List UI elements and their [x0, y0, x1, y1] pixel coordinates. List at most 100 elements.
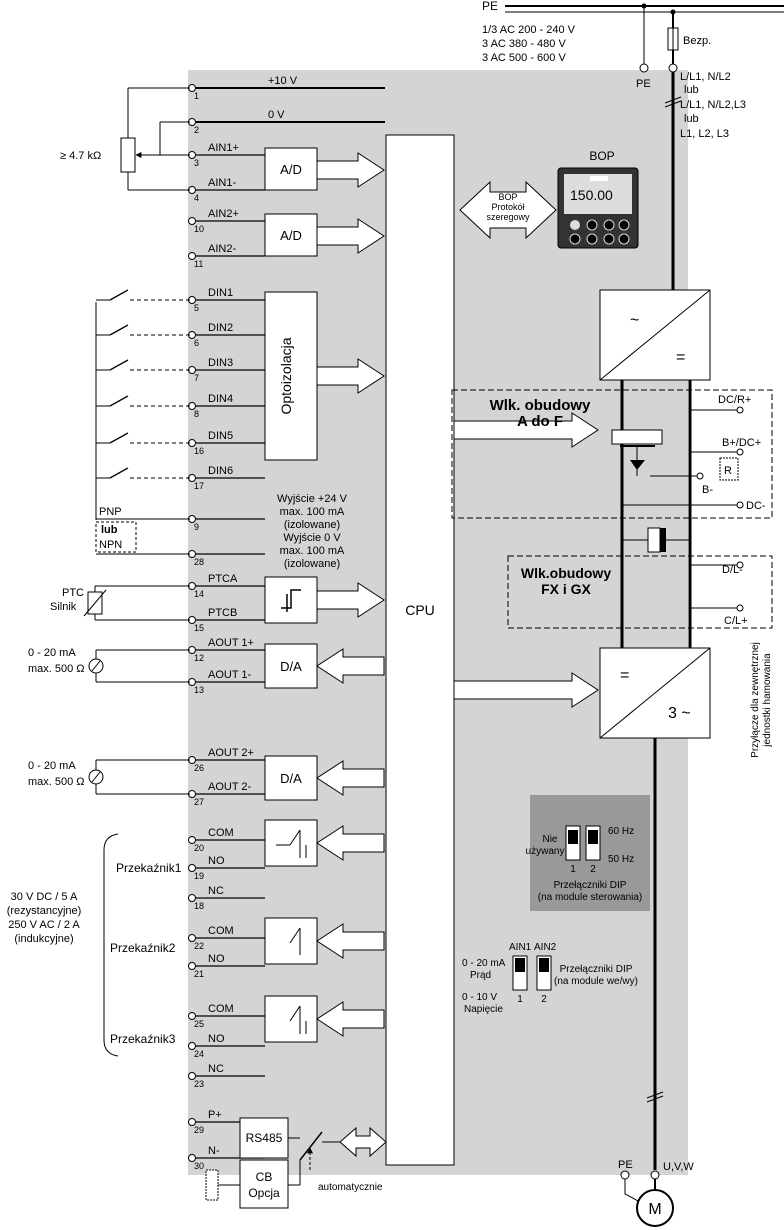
signal-arrow — [316, 923, 385, 959]
terminal-number: 19 — [194, 871, 204, 881]
svg-text:(izolowane): (izolowane) — [284, 519, 340, 531]
terminal-label: DIN1 — [208, 287, 233, 299]
terminal-number: 26 — [194, 763, 204, 773]
terminal-number: 4 — [194, 193, 199, 203]
terminal-number: 3 — [194, 158, 199, 168]
terminal-label: AOUT 1+ — [208, 637, 254, 649]
svg-text:CB: CB — [256, 1170, 273, 1184]
svg-text:(rezystancyjne): (rezystancyjne) — [7, 905, 82, 917]
svg-text:Przekaźnik1: Przekaźnik1 — [116, 861, 182, 875]
terminal-label: DIN2 — [208, 322, 233, 334]
terminal-label: NO — [208, 1033, 225, 1045]
svg-text:1: 1 — [570, 864, 576, 875]
terminal-icon — [188, 1118, 196, 1126]
switch-contact — [109, 467, 129, 479]
svg-text:2: 2 — [541, 994, 547, 1005]
terminal-icon — [188, 1072, 196, 1080]
potentiometer: ≥ 4.7 kΩ — [60, 87, 190, 191]
switch-contact — [109, 324, 129, 336]
signal-arrow — [453, 412, 599, 448]
terminal-number: 18 — [194, 901, 204, 911]
svg-text:Wyjście +24 V: Wyjście +24 V — [277, 493, 348, 505]
terminal-label: AOUT 2+ — [208, 747, 254, 759]
switch-contact — [109, 289, 129, 301]
svg-text:(indukcyjne): (indukcyjne) — [14, 933, 73, 945]
svg-text:max. 100 mA: max. 100 mA — [280, 506, 345, 518]
signal-arrow — [316, 358, 385, 394]
dip-switches-control: Nie używany 60 Hz 50 Hz 1 2 Przełączniki… — [526, 795, 650, 911]
terminal-number: 25 — [194, 1019, 204, 1029]
svg-text:0 - 20 mA: 0 - 20 mA — [462, 958, 506, 969]
resistor-icon — [120, 137, 136, 173]
svg-text:Protokół: Protokół — [491, 202, 524, 212]
terminal-label: +10 V — [268, 75, 298, 87]
supply-l2: L/L1, N/L2,L3 — [680, 99, 746, 111]
svg-text:3 ~: 3 ~ — [668, 705, 691, 722]
signal-arrow — [316, 648, 385, 684]
svg-text:Napięcie: Napięcie — [464, 1004, 503, 1015]
signal-arrows — [316, 152, 599, 1158]
svg-text:max. 100 mA: max. 100 mA — [280, 545, 345, 557]
svg-text:2: 2 — [590, 864, 596, 875]
terminal-number: 30 — [194, 1161, 204, 1171]
terminal-number: 9 — [194, 522, 199, 532]
terminal-label: AOUT 1- — [208, 669, 252, 681]
supply-lub2: lub — [684, 113, 699, 125]
dip-switches-io: AIN1 AIN2 0 - 20 mA Prąd 0 - 10 V Napięc… — [462, 942, 638, 1015]
ptc-sensor: PTC Silnik — [50, 576, 318, 624]
terminal-number: 1 — [194, 91, 199, 101]
svg-text:U,V,W: U,V,W — [663, 1161, 694, 1173]
svg-text:Przełączniki DIP: Przełączniki DIP — [560, 964, 633, 975]
svg-text:szeregowy: szeregowy — [486, 212, 530, 222]
bop-panel: BOP 150.00 BOP Protokół szeregowy — [459, 149, 639, 249]
svg-text:50 Hz: 50 Hz — [608, 854, 634, 865]
supply-line2: 3 AC 380 - 480 V — [482, 38, 566, 50]
svg-text:NPN: NPN — [99, 539, 122, 551]
terminal-number: 21 — [194, 969, 204, 979]
aout2-meter: 0 - 20 mA max. 500 Ω D/A — [28, 755, 318, 801]
svg-text:=: = — [676, 349, 685, 366]
svg-text:B-: B- — [702, 484, 713, 496]
terminal-label: NO — [208, 855, 225, 867]
svg-text:0 - 10 V: 0 - 10 V — [462, 992, 497, 1003]
switch-contact — [109, 395, 129, 407]
terminal-label: NC — [208, 885, 224, 897]
opto-label: Optoizolacja — [278, 337, 294, 414]
signal-arrow — [316, 1001, 385, 1037]
svg-text:D/A: D/A — [280, 771, 302, 786]
terminal-label: DIN6 — [208, 465, 233, 477]
terminal-label: COM — [208, 1003, 234, 1015]
terminal-icon — [188, 1042, 196, 1050]
svg-text:Opcja: Opcja — [248, 1186, 280, 1200]
svg-text:automatycznie: automatycznie — [318, 1182, 383, 1193]
terminal-icon — [188, 864, 196, 872]
bus-arrow — [339, 1126, 387, 1158]
svg-text:Przełączniki DIP: Przełączniki DIP — [554, 880, 627, 891]
terminal-number: 7 — [194, 373, 199, 383]
terminal-number: 10 — [194, 224, 204, 234]
svg-text:B+/DC+: B+/DC+ — [722, 437, 761, 449]
terminal-number: 15 — [194, 623, 204, 633]
terminal-number: 16 — [194, 446, 204, 456]
svg-text:DC-: DC- — [746, 500, 766, 512]
terminal-icon — [188, 934, 196, 942]
svg-text:lub: lub — [101, 524, 118, 536]
svg-text:Wyjście 0 V: Wyjście 0 V — [283, 532, 341, 544]
motor-icon — [636, 1189, 674, 1227]
terminal-icon — [188, 217, 196, 225]
terminal-label: NC — [208, 1063, 224, 1075]
svg-text:używany: używany — [526, 846, 565, 857]
terminal-icon — [188, 962, 196, 970]
svg-text:C/L+: C/L+ — [724, 615, 748, 627]
terminal-number: 17 — [194, 481, 204, 491]
terminal-label: DIN3 — [208, 357, 233, 369]
cpu-label: CPU — [405, 602, 435, 618]
pnp-npn: PNP lub NPN Wyjście +24 V max. 100 mA (i… — [95, 302, 348, 570]
supply-section: PE 1/3 AC 200 - 240 V 3 AC 380 - 480 V 3… — [482, 0, 784, 290]
terminal-icon — [188, 1012, 196, 1020]
fuse-label: Bezp. — [683, 35, 711, 47]
terminal-icon — [188, 894, 196, 902]
svg-text:D/L-: D/L- — [722, 564, 743, 576]
switch-contact — [109, 432, 129, 444]
rs485-label: RS485 — [246, 1131, 283, 1145]
